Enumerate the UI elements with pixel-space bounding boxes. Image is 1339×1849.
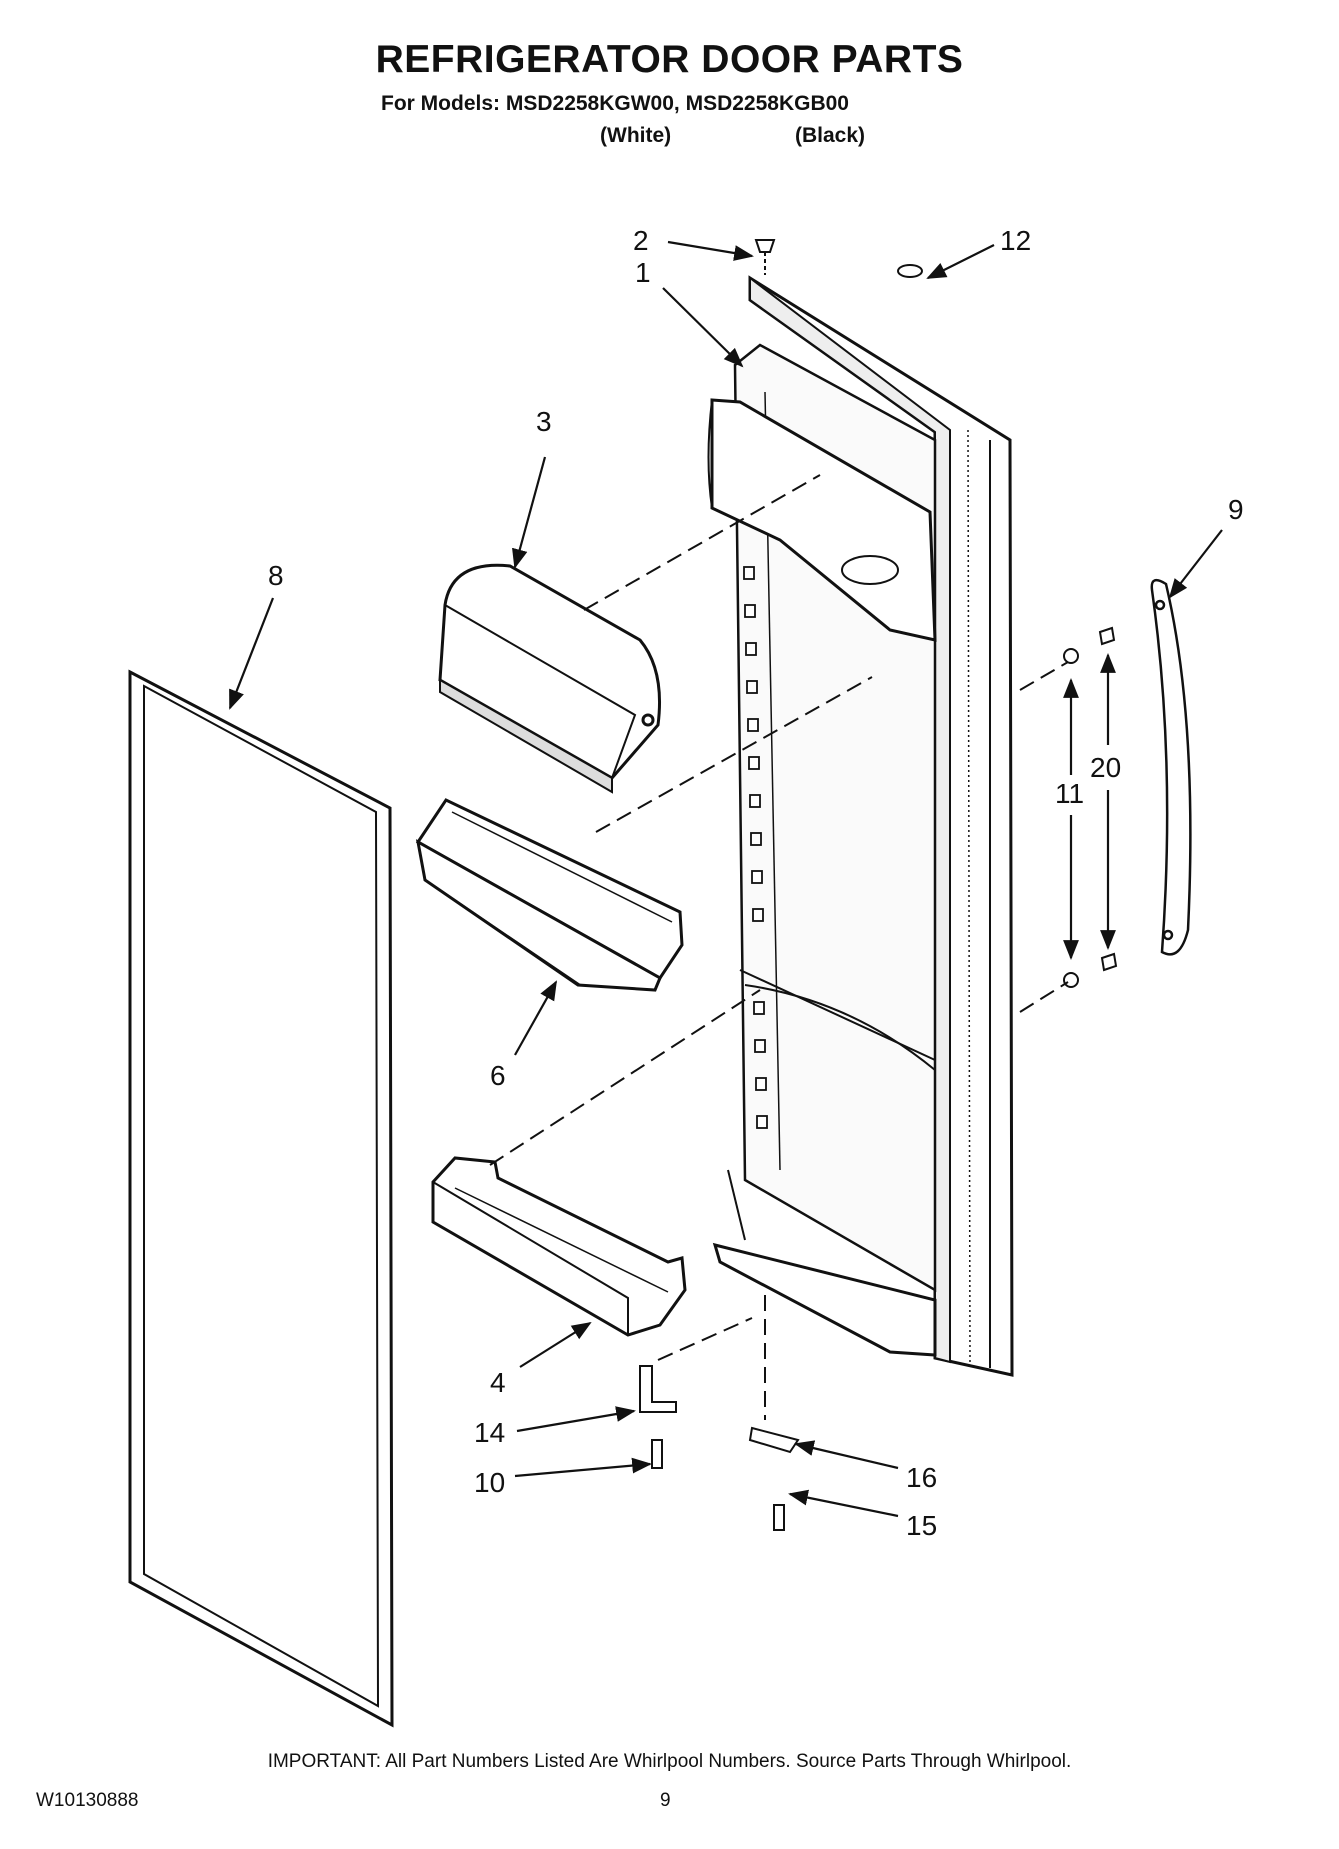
door-gasket bbox=[128, 669, 394, 1728]
callout-14: 14 bbox=[474, 1417, 505, 1448]
callout-15: 15 bbox=[906, 1510, 937, 1541]
callout-8: 8 bbox=[268, 560, 284, 591]
callout-12: 12 bbox=[1000, 225, 1031, 256]
document-id: W10130888 bbox=[36, 1790, 139, 1811]
callout-20: 20 bbox=[1090, 752, 1121, 783]
variant-black: (Black) bbox=[795, 124, 866, 147]
callout-9: 9 bbox=[1228, 494, 1244, 525]
callout-11: 11 bbox=[1055, 778, 1084, 809]
door-bin bbox=[415, 798, 684, 992]
callout-10: 10 bbox=[474, 1467, 505, 1498]
callout-3: 3 bbox=[536, 406, 552, 437]
important-note: IMPORTANT: All Part Numbers Listed Are W… bbox=[267, 1751, 1072, 1772]
leader-arrows bbox=[228, 240, 1223, 1518]
dairy-door bbox=[438, 563, 662, 794]
bottom-bin bbox=[431, 1156, 687, 1337]
callout-2: 2 bbox=[633, 225, 649, 256]
page-title: REFRIGERATOR DOOR PARTS bbox=[375, 38, 964, 81]
page-number: 9 bbox=[660, 1790, 671, 1811]
assembly-guide-lines bbox=[489, 474, 1069, 1420]
models-line: For Models: MSD2258KGW00, MSD2258KGB00 bbox=[381, 92, 849, 115]
door-liner bbox=[707, 275, 1014, 1377]
callout-1: 1 bbox=[635, 257, 651, 288]
handle-trim bbox=[1150, 578, 1192, 956]
callout-16: 16 bbox=[906, 1462, 937, 1493]
callout-6: 6 bbox=[490, 1060, 506, 1091]
variant-white: (White) bbox=[600, 124, 672, 147]
callout-4: 4 bbox=[490, 1367, 506, 1398]
fasteners bbox=[639, 239, 1118, 1531]
